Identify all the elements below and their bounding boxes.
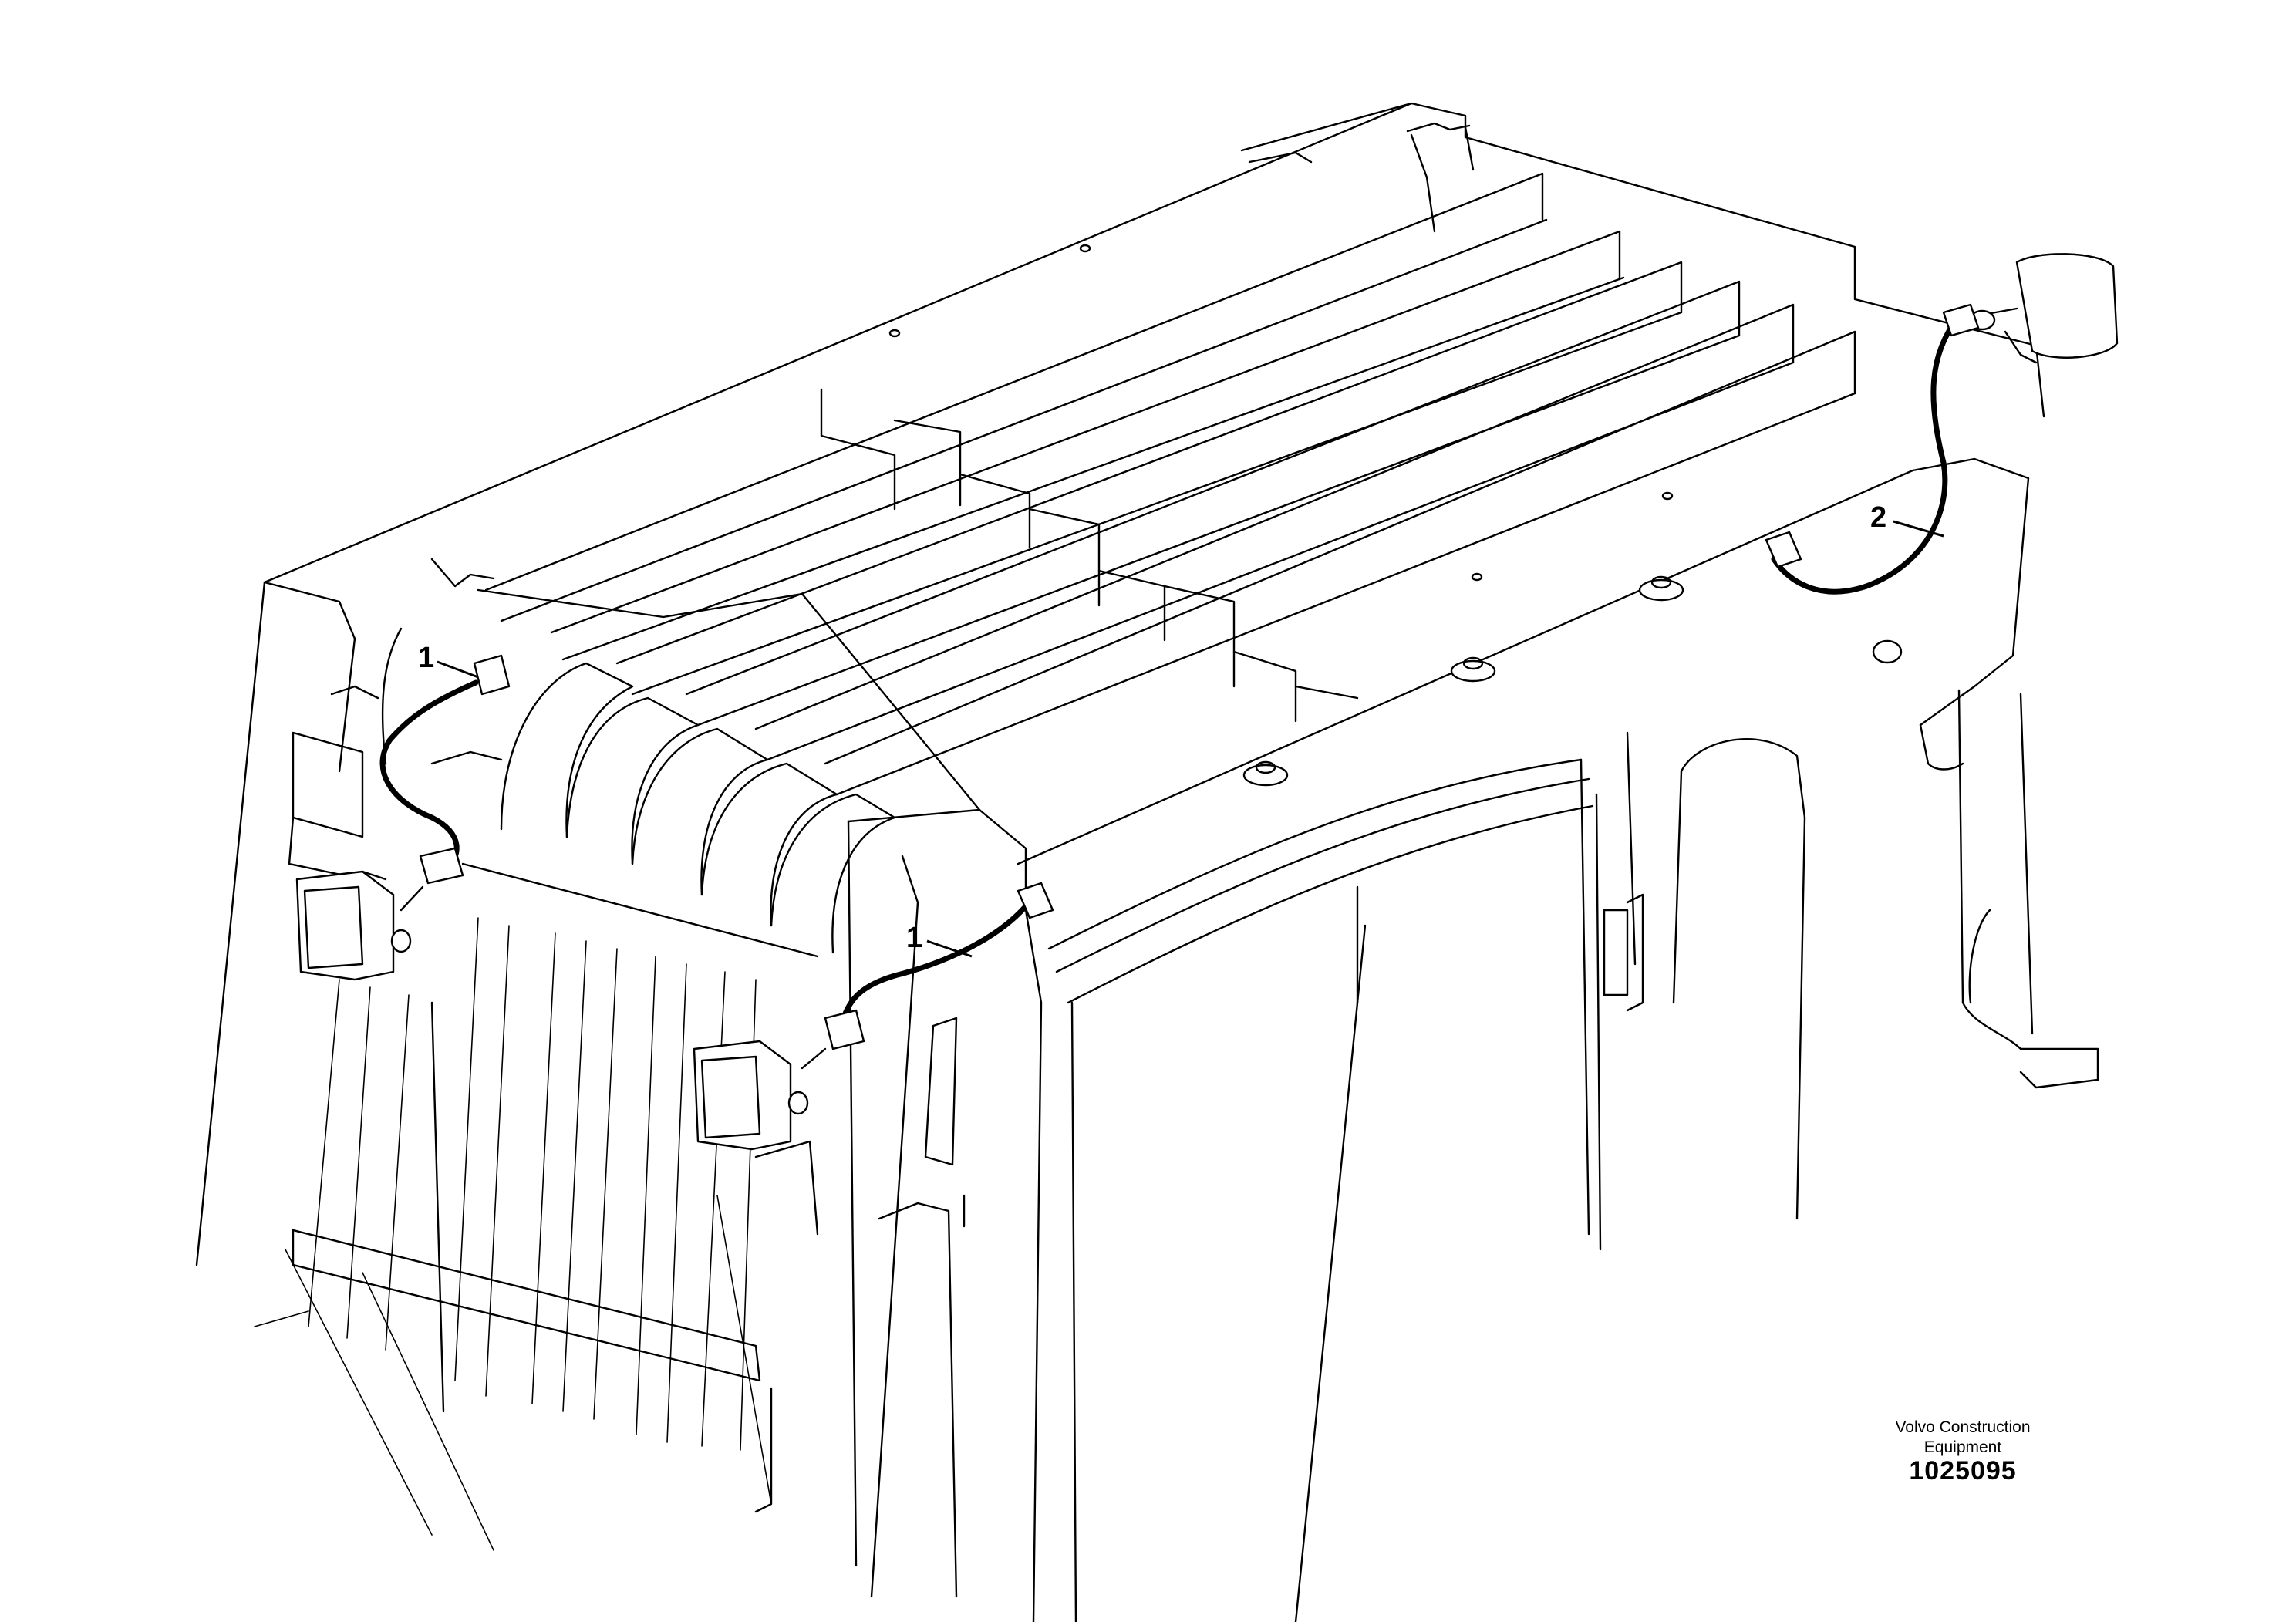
- harness-1-left: [379, 654, 511, 912]
- brand-line-2: Equipment: [1923, 1438, 2002, 1456]
- rear-window-grille: [195, 581, 773, 1551]
- work-light-rear-center: [693, 1040, 819, 1236]
- callout-1-left: 1: [418, 642, 434, 674]
- brand-caption: Volvo Construction Equipment: [1836, 1418, 2090, 1458]
- work-light-rear-left: [295, 870, 412, 981]
- mirror-light-right: [1968, 253, 2119, 364]
- harness-2-right: [1765, 303, 1980, 595]
- harness-1-center: [801, 882, 1054, 1070]
- roof-louver-fins: [484, 172, 1856, 796]
- rear-curved-guard: [430, 662, 896, 958]
- roof-bolts: [888, 244, 1903, 787]
- roof-top-panel: [263, 102, 2045, 912]
- callout-2-right: 2: [1870, 501, 1886, 534]
- drawing-number: 1025095: [1909, 1456, 2017, 1485]
- callout-1-center: 1: [906, 922, 922, 954]
- left-pillar: [847, 820, 966, 1598]
- right-side-door: [1603, 689, 2099, 1220]
- brand-line-1: Volvo Construction: [1895, 1418, 2031, 1436]
- callout-leaders: [437, 520, 1944, 958]
- front-window-frame: [1024, 758, 1602, 1622]
